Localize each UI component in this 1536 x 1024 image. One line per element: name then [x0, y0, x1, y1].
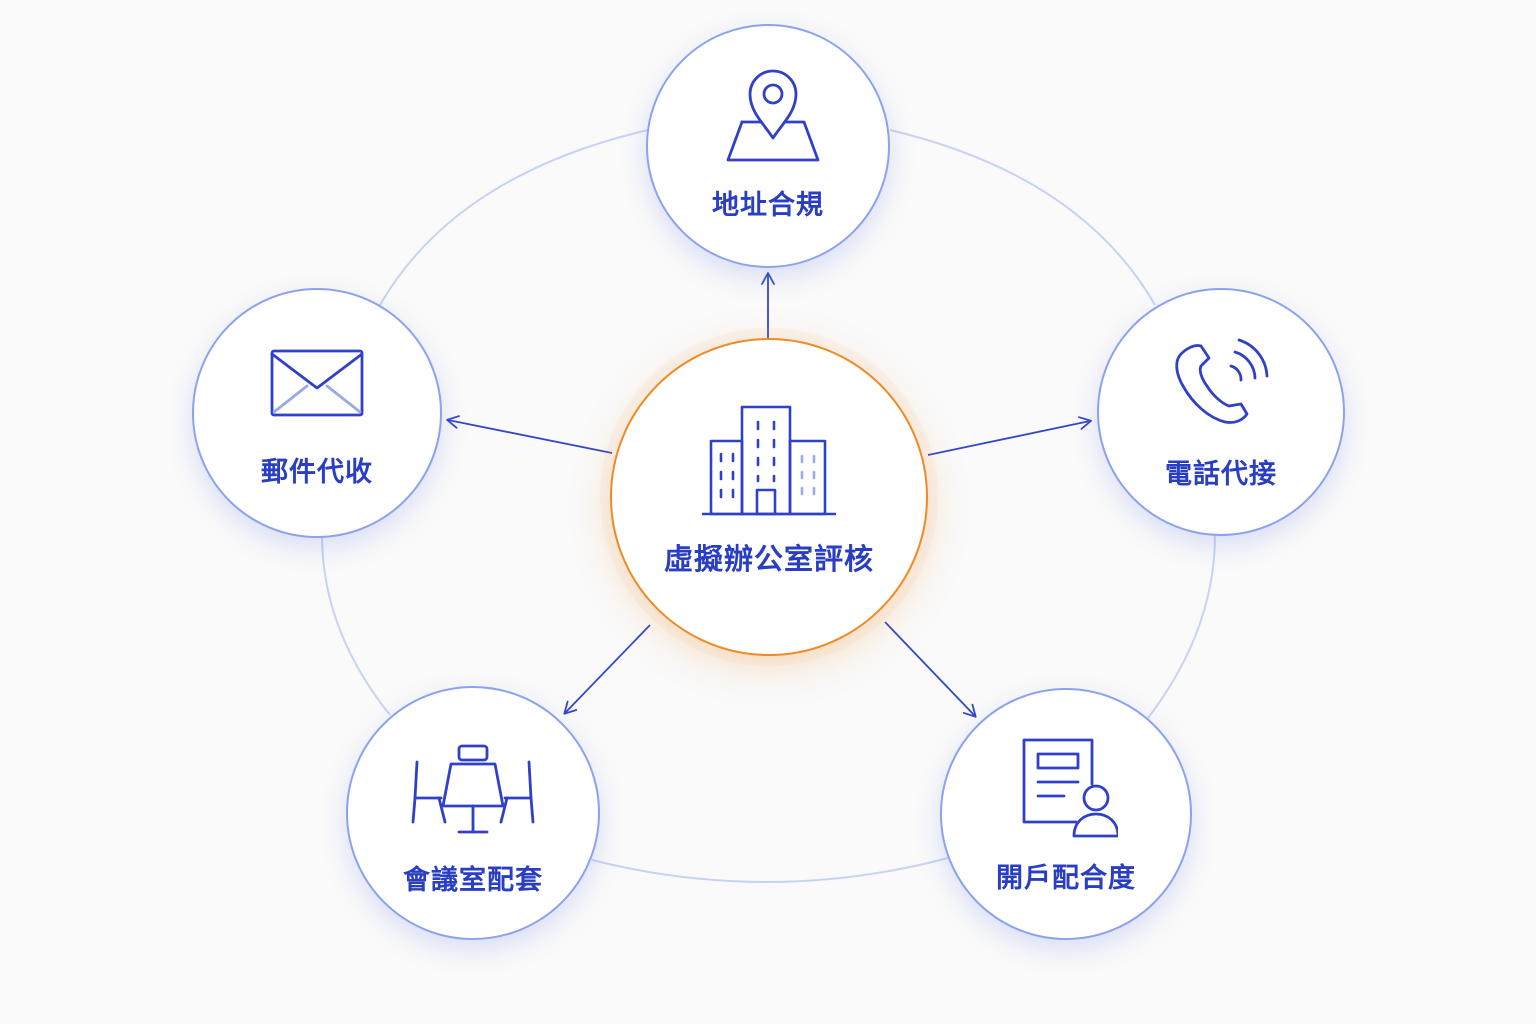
outer-ring-segment-meeting-mail: [321, 534, 391, 716]
meeting-label: 會議室配套: [403, 865, 543, 896]
phone-label: 電話代接: [1165, 459, 1277, 490]
account-label: 開戶配合度: [996, 863, 1136, 894]
outer-ring-segment-phone-account: [1147, 534, 1216, 719]
arrow-to-meeting: [563, 624, 651, 715]
node-mail: 郵件代收: [192, 288, 442, 538]
address-label: 地址合規: [712, 190, 824, 221]
arrow-to-phone: [927, 416, 1092, 456]
center-label: 虛擬辦公室評核: [663, 542, 874, 576]
outer-ring-segment-address-phone: [889, 129, 1156, 306]
node-phone: 電話代接: [1097, 288, 1345, 536]
outer-ring-segment-account-meeting: [591, 857, 949, 883]
center-node: 虛擬辦公室評核: [610, 338, 928, 656]
outer-ring-segment-mail-address: [379, 129, 649, 306]
account-document-icon: [942, 736, 1190, 840]
arrow-to-mail: [446, 415, 613, 454]
mail-label: 郵件代收: [261, 457, 373, 488]
node-account: 開戶配合度: [940, 688, 1192, 940]
meeting-table-icon: [348, 744, 598, 838]
map-pin-icon: [648, 66, 888, 164]
mail-envelope-icon: [194, 348, 440, 418]
node-address: 地址合規: [646, 24, 890, 268]
phone-call-icon: [1099, 338, 1343, 428]
node-meeting: 會議室配套: [346, 686, 600, 940]
arrow-to-account: [884, 621, 977, 718]
office-building-icon: [612, 404, 926, 516]
